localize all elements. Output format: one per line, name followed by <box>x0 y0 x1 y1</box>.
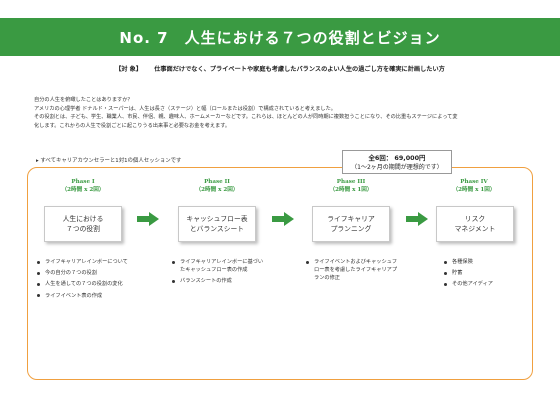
list-item: 今の自分の７つの役割 <box>37 269 135 277</box>
phase-1-detail: （2時間 x 2回） <box>61 187 105 193</box>
phase-1-name: Phase I <box>71 179 95 185</box>
phase-4-bullets: 各種保険 貯蓄 その他アイディア <box>444 258 524 292</box>
phase-4-title-line: リスク <box>464 215 486 223</box>
phase-3-box: ライフキャリア プランニング <box>312 206 390 242</box>
phase-3-header: Phase III （2時間 x 1回） <box>301 178 401 194</box>
phase-4-box: リスク マネジメント <box>436 206 514 242</box>
phase-4-title-line: マネジメント <box>454 225 496 233</box>
phase-1-title-line: 人生における <box>62 215 104 223</box>
page-title: No. 7 人生における７つの役割とビジョン <box>0 18 560 56</box>
phase-2-bullets: ライフキャリアレインボーに基づいたキャッシュフロー表の作成 バランスシートの作成 <box>172 258 264 289</box>
list-item: ライフイベントおよびキャッシュフロー表を考慮したライフキャリアプランの修正 <box>306 258 398 283</box>
session-note: ▸ すべてキャリアカウンセラーと1対1の個人セッションです <box>36 158 182 164</box>
target-label: 【対 象】 <box>115 66 143 73</box>
target-text: 仕事面だけでなく、プライベートや家庭も考慮したバランスのよい人生の過ごし方を確実… <box>154 66 445 73</box>
list-item: ライフキャリアレインボーについて <box>37 258 135 266</box>
list-item: その他アイディア <box>444 280 524 288</box>
intro-line: アメリカの心理学者 ドナルド・スーパーは、人生は長さ（ステージ）と幅（ロールまた… <box>34 105 336 112</box>
phase-2-name: Phase II <box>204 179 230 185</box>
phase-1-box: 人生における ７つの役割 <box>44 206 122 242</box>
arrow-right-icon <box>406 212 428 226</box>
phase-3-name: Phase III <box>336 179 366 185</box>
phase-3-detail: （2時間 x 1回） <box>329 187 373 193</box>
list-item: ライフイベント表の作成 <box>37 292 135 300</box>
phase-3-title-line: プランニング <box>330 225 372 233</box>
intro-line: 自分の人生を俯瞰したことはありますか？ <box>34 97 133 103</box>
intro-text: 自分の人生を俯瞰したことはありますか？ アメリカの心理学者 ドナルド・スーパーは… <box>34 96 534 130</box>
phase-2-header: Phase II （2時間 x 2回） <box>167 178 267 194</box>
intro-line: 化します。これからの人生で役割ごとに起こりうる出来事と必要なお金を考えます。 <box>34 122 231 129</box>
list-item: ライフキャリアレインボーに基づいたキャッシュフロー表の作成 <box>172 258 264 274</box>
fee-box: 全6回： 69,000円 （1～2ヶ月の期間が理想的です） <box>342 150 452 174</box>
list-item: 各種保険 <box>444 258 524 266</box>
phase-2-detail: （2時間 x 2回） <box>195 187 239 193</box>
arrow-right-icon <box>137 212 159 226</box>
phase-3-title-line: ライフキャリア <box>327 215 375 223</box>
fee-period: （1～2ヶ月の期間が理想的です） <box>351 164 443 171</box>
phase-4-name: Phase IV <box>460 179 488 185</box>
phase-3-bullets: ライフイベントおよびキャッシュフロー表を考慮したライフキャリアプランの修正 <box>306 258 398 286</box>
fee-price: 全6回： 69,000円 <box>368 154 426 162</box>
phase-1-bullets: ライフキャリアレインボーについて 今の自分の７つの役割 人生を通しての７つの役割… <box>37 258 135 303</box>
list-item: 貯蓄 <box>444 269 524 277</box>
list-item: バランスシートの作成 <box>172 277 264 285</box>
page-title-text: No. 7 人生における７つの役割とビジョン <box>119 28 441 47</box>
list-item: 人生を通しての７つの役割の変化 <box>37 280 135 288</box>
phase-1-title-line: ７つの役割 <box>66 225 100 233</box>
phase-1-header: Phase I （2時間 x 2回） <box>33 178 133 194</box>
intro-line: その役割とは、子ども、学生、職業人、市民、伴侶、親、趣味人、ホームメーカーなどで… <box>34 114 458 121</box>
phase-2-box: キャッシュフロー表 とバランスシート <box>178 206 256 242</box>
phase-4-header: Phase IV （2時間 x 1回） <box>424 178 524 194</box>
phase-2-title-line: キャッシュフロー表 <box>186 215 248 223</box>
program-frame <box>27 167 533 380</box>
arrow-right-icon <box>272 212 294 226</box>
phase-4-detail: （2時間 x 1回） <box>452 187 496 193</box>
target-audience: 【対 象】 仕事面だけでなく、プライベートや家庭も考慮したバランスのよい人生の過… <box>0 64 560 73</box>
phase-2-title-line: とバランスシート <box>189 225 245 233</box>
